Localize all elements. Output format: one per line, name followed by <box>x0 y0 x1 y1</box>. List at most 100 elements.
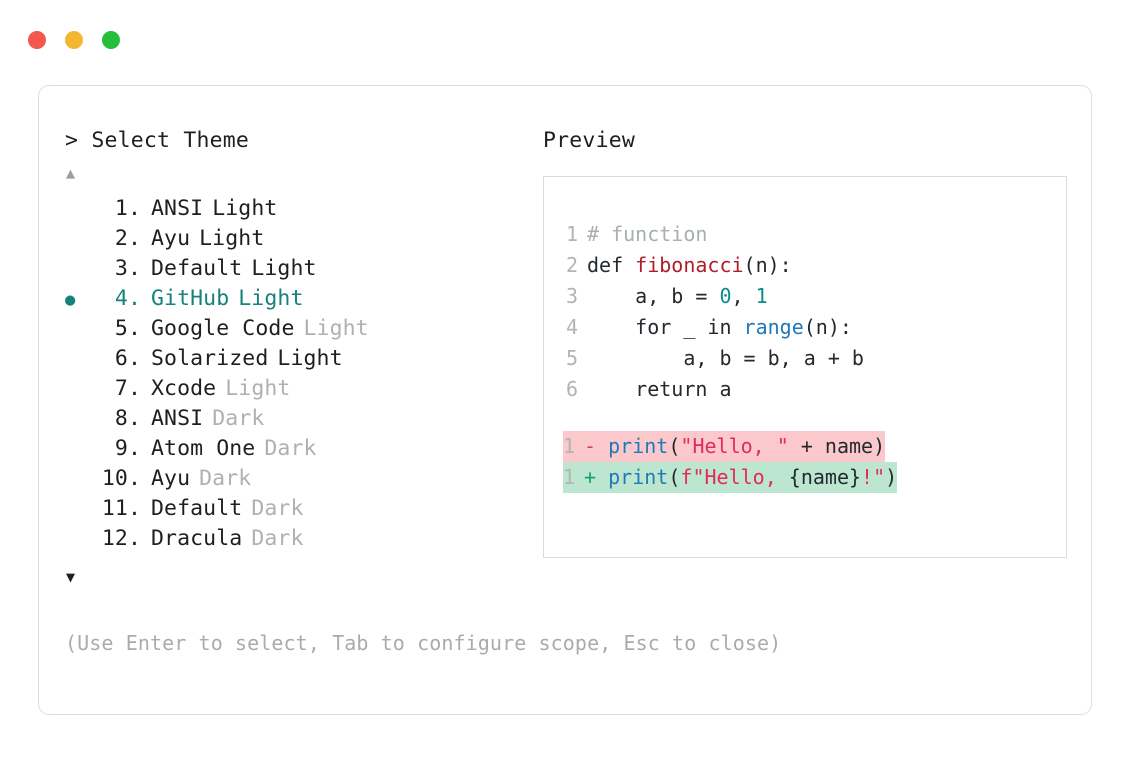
theme-item-variant: Light <box>199 225 265 251</box>
diff-sign-add: + <box>584 464 609 489</box>
page-title: > Select Theme <box>65 130 535 152</box>
maximize-window-button[interactable] <box>102 31 120 49</box>
theme-item-number: 6. <box>101 345 141 371</box>
code-token-builtin: print <box>608 464 669 489</box>
code-token-punct: (n): <box>803 314 852 339</box>
code-token-punct: ( <box>668 464 681 489</box>
theme-item-name: Dracula <box>151 525 243 551</box>
scroll-down-icon[interactable]: ▼ <box>66 567 76 586</box>
theme-item-name: Xcode <box>151 375 217 401</box>
theme-item-name: Atom One <box>151 435 256 461</box>
theme-item-number: 5. <box>101 315 141 341</box>
code-token-plain: a, b = b, a + b <box>587 345 864 370</box>
theme-item-number: 9. <box>101 435 141 461</box>
theme-list-item[interactable]: 1. ANSI Light <box>65 194 535 224</box>
theme-item-number: 2. <box>101 225 141 251</box>
code-token-punct: ( <box>668 433 681 458</box>
code-line-number: 4 <box>565 314 578 339</box>
theme-item-variant: Light <box>251 255 317 281</box>
theme-item-name: Ayu <box>151 225 191 251</box>
code-line: 2 def fibonacci(n): <box>544 250 1066 281</box>
code-token-string: "Hello, " <box>680 433 789 458</box>
code-token-string: !" <box>861 464 886 489</box>
theme-item-name: Default <box>151 495 243 521</box>
theme-item-number: 11. <box>101 495 141 521</box>
theme-item-variant: Dark <box>212 405 265 431</box>
close-window-button[interactable] <box>28 31 46 49</box>
code-token-comment: # function <box>587 221 708 246</box>
preview-label: Preview <box>543 128 636 153</box>
theme-list-item[interactable]: 2. Ayu Light <box>65 224 535 254</box>
theme-item-variant: Dark <box>264 435 317 461</box>
diff-line-del: 1- print("Hello, " + name) <box>544 430 1066 462</box>
theme-item-variant: Light <box>277 345 343 371</box>
code-line-number: 5 <box>565 345 578 370</box>
theme-list-item[interactable]: 10. Ayu Dark <box>65 464 535 494</box>
minimize-window-button[interactable] <box>65 31 83 49</box>
theme-item-name: GitHub <box>151 285 230 311</box>
scroll-up-icon[interactable]: ▲ <box>66 163 76 182</box>
theme-item-name: ANSI <box>151 405 204 431</box>
theme-item-variant: Light <box>212 195 278 221</box>
code-token-punct: (n): <box>743 252 792 277</box>
theme-item-name: Ayu <box>151 465 191 491</box>
theme-list-item[interactable]: 7. Xcode Light <box>65 374 535 404</box>
code-line: 6 return a <box>544 374 1066 405</box>
page-title-text: Select Theme <box>91 128 250 153</box>
theme-item-name: Default <box>151 255 243 281</box>
diff-line-body: 1- print("Hello, " + name) <box>563 430 886 462</box>
theme-item-number: 7. <box>101 375 141 401</box>
theme-item-number: 12. <box>101 525 141 551</box>
code-line-text: return a <box>587 374 732 405</box>
code-token-builtin: print <box>608 433 669 458</box>
code-line-number: 2 <box>565 252 578 277</box>
code-line: 3 a, b = 0, 1 <box>544 281 1066 312</box>
code-line-number: 3 <box>565 283 578 308</box>
selected-bullet-icon: ● <box>65 289 76 310</box>
code-token-num: 0 <box>719 283 732 308</box>
code-token-plain: + name) <box>788 433 886 458</box>
diff-line-number: 1 <box>563 433 576 458</box>
code-token-num: 1 <box>755 283 768 308</box>
theme-item-name: Solarized <box>151 345 269 371</box>
theme-item-variant: Dark <box>199 465 252 491</box>
theme-item-name: ANSI <box>151 195 204 221</box>
theme-item-variant: Light <box>225 375 291 401</box>
code-line-text: a, b = b, a + b <box>587 343 864 374</box>
theme-list-item[interactable]: 3. Default Light <box>65 254 535 284</box>
code-line-text: for _ in range(n): <box>587 312 852 343</box>
diff-line-number: 1 <box>563 464 576 489</box>
theme-item-variant: Light <box>238 285 304 311</box>
code-token-plain: , <box>731 283 756 308</box>
code-token-plain: {name} <box>788 464 862 489</box>
theme-item-number: 1. <box>101 195 141 221</box>
code-token-plain: def <box>587 252 636 277</box>
keyboard-hint: (Use Enter to select, Tab to configure s… <box>65 631 782 655</box>
theme-item-number: 10. <box>101 465 141 491</box>
code-line: 4 for _ in range(n): <box>544 312 1066 343</box>
code-token-plain: return a <box>587 376 732 401</box>
code-token-plain: a, b = <box>587 283 720 308</box>
code-token-func: fibonacci <box>635 252 744 277</box>
theme-item-name: Google Code <box>151 315 295 341</box>
theme-list-item[interactable]: 8. ANSI Dark <box>65 404 535 434</box>
code-token-punct: ) <box>885 464 898 489</box>
code-line-number: 1 <box>565 221 578 246</box>
window-traffic-lights <box>28 31 120 49</box>
theme-list-item[interactable]: 6. Solarized Light <box>65 344 535 374</box>
theme-list-item[interactable]: 9. Atom One Dark <box>65 434 535 464</box>
theme-item-number: 8. <box>101 405 141 431</box>
code-token-builtin: range <box>743 314 804 339</box>
theme-item-number: 3. <box>101 255 141 281</box>
prompt-caret-icon: > <box>65 128 79 153</box>
diff-line-body: 1+ print(f"Hello, {name}!") <box>563 461 898 493</box>
